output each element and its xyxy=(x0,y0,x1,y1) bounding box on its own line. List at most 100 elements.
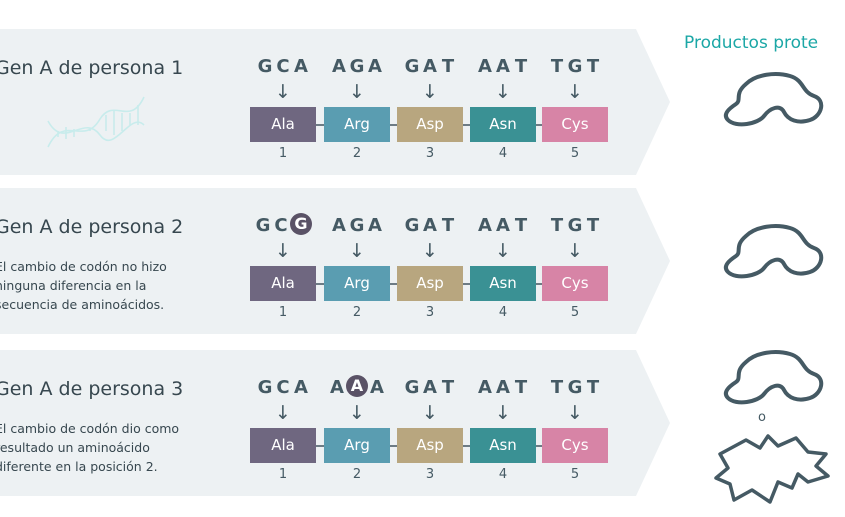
down-arrow-icon: ↓ xyxy=(422,81,438,103)
amino-acid-box: Asp xyxy=(397,107,463,142)
nucleotide: A xyxy=(423,56,437,77)
amino-acid-box: Asn xyxy=(470,107,536,142)
amino-acid-box: Arg xyxy=(324,428,390,463)
protein-shape-icon xyxy=(723,224,824,279)
row-title: Gen A de persona 1 xyxy=(0,57,184,79)
nucleotide: G xyxy=(349,56,365,77)
protein-alternative-label: o xyxy=(758,410,766,425)
nucleotide: G xyxy=(257,377,273,398)
peptide-bond-line xyxy=(390,445,398,447)
nucleotide: G xyxy=(404,215,420,236)
amino-acid-box: Ala xyxy=(250,428,316,463)
nucleotide: G xyxy=(349,215,365,236)
mutated-nucleotide-badge: G xyxy=(290,213,312,235)
nucleotide: C xyxy=(276,56,290,77)
peptide-bond-line xyxy=(463,124,471,126)
nucleotide: T xyxy=(586,377,600,398)
amino-acid-box: Asp xyxy=(397,428,463,463)
nucleotide: T xyxy=(441,56,455,77)
nucleotide: G xyxy=(404,377,420,398)
nucleotide: A xyxy=(370,377,384,398)
nucleotide: C xyxy=(276,377,290,398)
peptide-bond-line xyxy=(536,124,544,126)
amino-acid-box: Asp xyxy=(397,266,463,301)
nucleotide: T xyxy=(550,215,564,236)
down-arrow-icon: ↓ xyxy=(567,402,583,424)
nucleotide: T xyxy=(550,56,564,77)
nucleotide: T xyxy=(514,56,528,77)
nucleotide: A xyxy=(332,215,346,236)
position-number: 1 xyxy=(278,305,288,320)
down-arrow-icon: ↓ xyxy=(349,81,365,103)
row-person-3: Gen A de persona 3 El cambio de codón di… xyxy=(0,350,670,496)
position-number: 4 xyxy=(498,467,508,482)
position-number: 3 xyxy=(425,305,435,320)
down-arrow-icon: ↓ xyxy=(349,402,365,424)
nucleotide: A xyxy=(294,56,308,77)
nucleotide: T xyxy=(441,377,455,398)
nucleotide: A xyxy=(496,56,510,77)
peptide-bond-line xyxy=(390,124,398,126)
nucleotide: T xyxy=(514,377,528,398)
nucleotide: A xyxy=(478,56,492,77)
nucleotide: A xyxy=(368,56,382,77)
peptide-bond-line xyxy=(536,445,544,447)
amino-acid-box: Arg xyxy=(324,107,390,142)
peptide-bond-line xyxy=(316,445,324,447)
protein-products-heading: Productos prote xyxy=(684,33,819,53)
position-number: 5 xyxy=(570,467,580,482)
nucleotide: A xyxy=(330,377,344,398)
position-number: 2 xyxy=(352,305,362,320)
nucleotide: A xyxy=(294,377,308,398)
down-arrow-icon: ↓ xyxy=(275,402,291,424)
protein-shape-icon xyxy=(723,72,824,127)
row-title: Gen A de persona 3 xyxy=(0,378,184,400)
nucleotide: A xyxy=(423,377,437,398)
down-arrow-icon: ↓ xyxy=(422,402,438,424)
peptide-bond-line xyxy=(316,283,324,285)
nucleotide: G xyxy=(404,56,420,77)
down-arrow-icon: ↓ xyxy=(567,81,583,103)
amino-acid-box: Cys xyxy=(542,428,608,463)
mutated-nucleotide-badge: A xyxy=(346,375,368,397)
position-number: 5 xyxy=(570,146,580,161)
nucleotide: G xyxy=(255,215,271,236)
row-description: El cambio de codón dio como resultado un… xyxy=(0,421,180,474)
misfolded-protein-shape-icon xyxy=(714,434,830,504)
amino-acid-box: Asn xyxy=(470,266,536,301)
nucleotide: A xyxy=(478,377,492,398)
nucleotide: A xyxy=(496,377,510,398)
down-arrow-icon: ↓ xyxy=(495,240,511,262)
nucleotide: G xyxy=(257,56,273,77)
position-number: 2 xyxy=(352,467,362,482)
dna-helix-icon xyxy=(44,91,148,155)
nucleotide: T xyxy=(514,215,528,236)
position-number: 1 xyxy=(278,467,288,482)
amino-acid-box: Ala xyxy=(250,266,316,301)
peptide-bond-line xyxy=(390,283,398,285)
row-person-2: Gen A de persona 2 El cambio de codón no… xyxy=(0,188,670,334)
down-arrow-icon: ↓ xyxy=(349,240,365,262)
nucleotide: G xyxy=(567,215,583,236)
row-description: El cambio de codón no hizo ninguna difer… xyxy=(0,259,167,312)
position-number: 3 xyxy=(425,467,435,482)
amino-acid-box: Ala xyxy=(250,107,316,142)
nucleotide: A xyxy=(332,56,346,77)
nucleotide: A xyxy=(368,215,382,236)
nucleotide: T xyxy=(441,215,455,236)
amino-acid-box: Arg xyxy=(324,266,390,301)
position-number: 4 xyxy=(498,305,508,320)
nucleotide: A xyxy=(423,215,437,236)
nucleotide: A xyxy=(478,215,492,236)
nucleotide: G xyxy=(567,377,583,398)
